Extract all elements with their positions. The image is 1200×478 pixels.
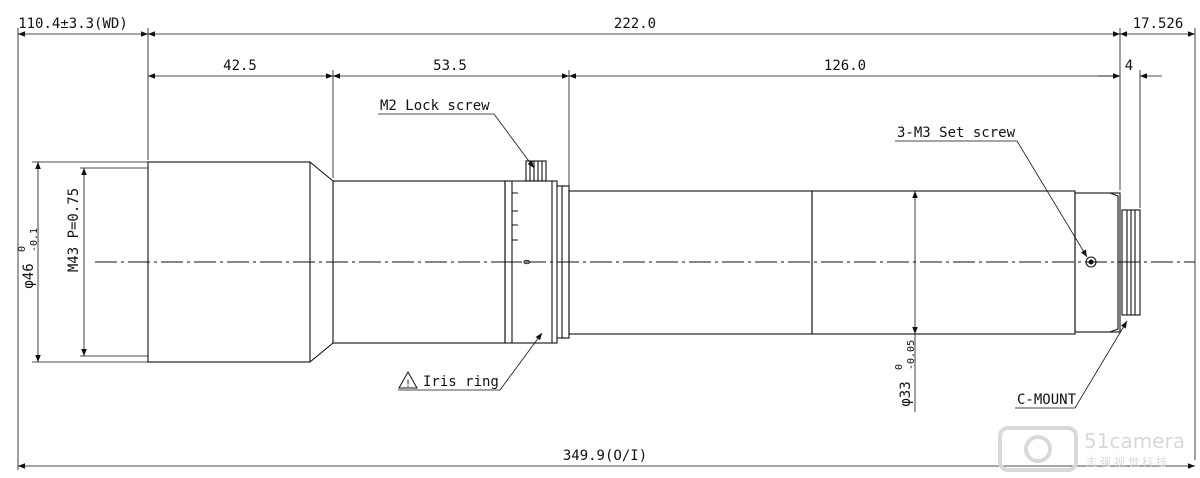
dim-53-5: 53.5: [433, 58, 467, 74]
dia33-tol-lower: -0.05: [906, 340, 917, 370]
dim-42-5: 42.5: [223, 58, 257, 74]
c-mount-label: C-MOUNT: [1017, 392, 1077, 408]
dim-126: 126.0: [824, 58, 866, 74]
m3-set-screw-label: 3-M3 Set screw: [897, 125, 1016, 141]
thread-spec: M43 P=0.75: [66, 188, 82, 272]
rear-barrel: [568, 190, 813, 335]
dim-222: 222.0: [614, 16, 656, 32]
rear-tube: [811, 190, 1076, 335]
m3-leader: [895, 140, 1088, 258]
lens-body: [147, 160, 1141, 363]
extension-lines: [17, 28, 1196, 470]
warning-triangle-icon: [398, 370, 418, 389]
dim-total: 349.9(O/I): [563, 448, 647, 464]
dia33-text: φ33: [898, 381, 914, 406]
dia46-tol-lower: -0.1: [29, 228, 40, 252]
m3-set-screw-hole: [1085, 256, 1097, 268]
iris-ring-label: Iris ring: [423, 374, 499, 390]
dia46-label: φ46 0 -0.1: [17, 228, 40, 289]
watermark-brand: 51camera: [1084, 429, 1185, 453]
m2-leader: [378, 113, 535, 169]
brand-watermark: 51camera 志强视觉科技: [998, 426, 1185, 472]
front-barrel: [147, 161, 311, 363]
dia33-tol-upper: 0: [894, 364, 905, 370]
iris-scale-zero: 0: [523, 259, 533, 264]
c-mount-leader: [1015, 320, 1128, 409]
watermark-tagline: 志强视觉科技: [1086, 455, 1170, 469]
iris-leader: [398, 332, 543, 391]
wd-dimension: 110.4±3.3(WD): [18, 16, 128, 32]
front-taper: [309, 161, 334, 363]
mount-adapter: [1074, 192, 1121, 333]
m2-lock-screw: [525, 160, 547, 182]
warning-mark: !: [405, 379, 411, 390]
dim-4: 4: [1125, 58, 1133, 74]
iris-scale-ticks: [512, 192, 522, 263]
dia46-tol-upper: 0: [17, 246, 28, 252]
dia33-label: φ33 0 -0.05: [894, 340, 917, 407]
m2-lock-screw-label: M2 Lock screw: [380, 98, 490, 114]
dia46-text: φ46: [21, 263, 37, 288]
camera-logo-icon: [998, 426, 1078, 472]
dim-17526: 17.526: [1133, 16, 1184, 32]
